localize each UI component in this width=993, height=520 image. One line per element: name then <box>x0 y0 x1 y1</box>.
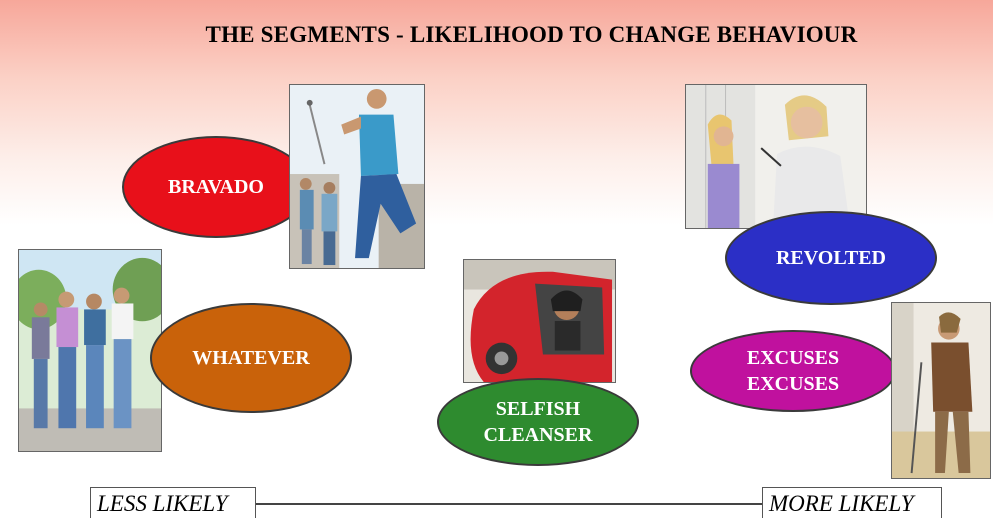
segment-selfish-cleanser-line2: CLEANSER <box>483 424 593 446</box>
segment-selfish-cleanser: SELFISH CLEANSER <box>437 378 639 466</box>
page-title: THE SEGMENTS - LIKELIHOOD TO CHANGE BEHA… <box>205 22 858 47</box>
segment-excuses-line2: EXCUSES <box>746 373 840 395</box>
whatever-illustration <box>18 249 162 452</box>
revolted-illustration <box>685 84 867 229</box>
segment-revolted: REVOLTED <box>725 211 937 305</box>
segment-whatever: WHATEVER <box>150 303 352 413</box>
axis-label-more-likely: MORE LIKELY <box>762 487 942 518</box>
segment-whatever-label: WHATEVER <box>192 347 310 369</box>
bravado-illustration <box>289 84 425 269</box>
segment-excuses-line1: EXCUSES <box>746 347 840 369</box>
segment-bravado: BRAVADO <box>122 136 310 238</box>
segment-bravado-label: BRAVADO <box>168 176 264 198</box>
selfish-cleanser-illustration <box>463 259 616 383</box>
axis-label-less-likely: LESS LIKELY <box>90 487 256 518</box>
excuses-illustration <box>891 302 991 479</box>
segment-selfish-cleanser-line1: SELFISH <box>495 398 581 420</box>
segment-excuses-excuses: EXCUSES EXCUSES <box>690 330 896 412</box>
likelihood-axis-line <box>256 503 762 505</box>
segment-revolted-label: REVOLTED <box>775 247 886 269</box>
